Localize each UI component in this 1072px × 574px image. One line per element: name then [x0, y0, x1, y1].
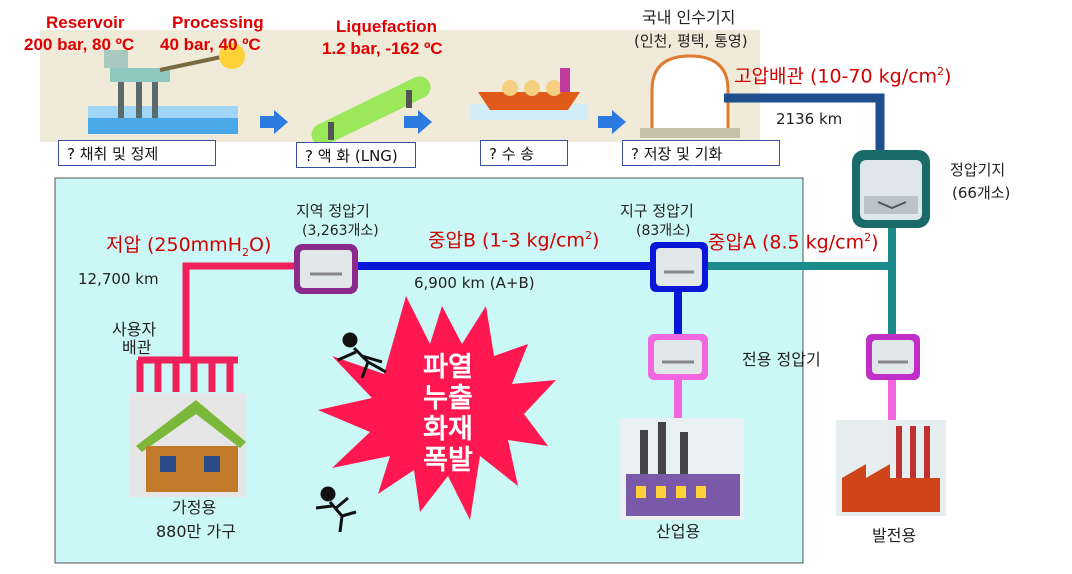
power-plant-icon — [836, 420, 946, 516]
hazard-burst-shape — [318, 296, 556, 520]
governor-station-icon — [852, 150, 930, 228]
process-box-extraction: ? 채취 및 정제 — [58, 140, 216, 166]
processing-condition: 40 bar, 40 ºC — [160, 35, 261, 54]
terminal-sub: (인천, 평택, 통영) — [634, 32, 748, 50]
low-pressure-label: 저압 (250mmH2O) — [106, 234, 272, 259]
hazard-explosion: 폭발 — [423, 445, 473, 476]
liquefaction-condition: 1.2 bar, -162 ºC — [322, 39, 443, 58]
household-count: 880만 가구 — [156, 522, 236, 541]
falling-person-icon-2 — [315, 486, 357, 533]
low-pressure-length: 12,700 km — [78, 270, 159, 288]
medium-b-pipe — [356, 262, 682, 336]
process-box-transport: ? 수 송 — [480, 140, 568, 166]
governor-station-count: (66개소) — [952, 184, 1011, 202]
district-governor-count: (83개소) — [636, 223, 691, 239]
medium-b-length: 6,900 km (A+B) — [414, 274, 535, 292]
industrial-governor-icon — [648, 334, 708, 380]
process-box-storage: ? 저장 및 기화 — [622, 140, 780, 166]
storage-tank-icon — [640, 54, 740, 138]
district-governor-label: 지구 정압기 — [620, 202, 694, 220]
hazard-fire: 화재 — [423, 414, 473, 445]
high-pressure-pipe — [724, 93, 885, 150]
medium-b-label: 중압B (1-3 kg/cm2) — [428, 229, 600, 252]
regional-governor-count: (3,263개소) — [302, 223, 379, 239]
power-label: 발전용 — [872, 526, 917, 545]
hazard-text: 파열 누출 화재 폭발 — [418, 352, 478, 476]
regional-governor-icon — [294, 244, 358, 294]
factory-icon — [620, 418, 744, 520]
dedicated-governor-icon — [866, 334, 920, 380]
reservoir-condition: 200 bar, 80 ºC — [24, 35, 135, 54]
reservoir-label: Reservoir — [46, 13, 125, 32]
lng-carrier-icon — [470, 68, 588, 120]
house-icon — [130, 393, 246, 497]
regional-governor-label: 지역 정압기 — [296, 202, 370, 220]
terminal-label: 국내 인수기지 — [642, 8, 736, 27]
processing-label: Processing — [172, 13, 264, 32]
medium-a-pipe — [706, 228, 896, 336]
liquefaction-label: Liquefaction — [336, 17, 438, 36]
high-pressure-length: 2136 km — [776, 110, 843, 128]
process-box-liquefaction: ? 액 화 (LNG) — [296, 142, 416, 168]
hazard-rupture: 파열 — [423, 352, 473, 383]
governor-station-label: 정압기지 — [950, 161, 1006, 179]
user-pipe-label-1: 사용자 — [112, 320, 157, 339]
district-governor-icon — [650, 242, 708, 292]
high-pressure-label: 고압배관 (10-70 kg/cm2) — [734, 65, 952, 88]
liquefaction-tank-icon — [311, 76, 431, 146]
household-label: 가정용 — [172, 498, 217, 517]
industrial-label: 산업용 — [656, 522, 701, 541]
process-arrows — [260, 110, 626, 134]
user-pipe-label-2: 배관 — [122, 338, 152, 357]
low-pressure-pipe — [136, 262, 298, 392]
falling-person-icon-1 — [337, 332, 387, 379]
service-pipes — [674, 378, 896, 420]
offshore-platform-icon — [88, 43, 245, 134]
medium-a-label: 중압A (8.5 kg/cm2) — [708, 231, 879, 254]
hazard-leak: 누출 — [423, 383, 473, 414]
dedicated-governor-label: 전용 정압기 — [742, 350, 821, 369]
